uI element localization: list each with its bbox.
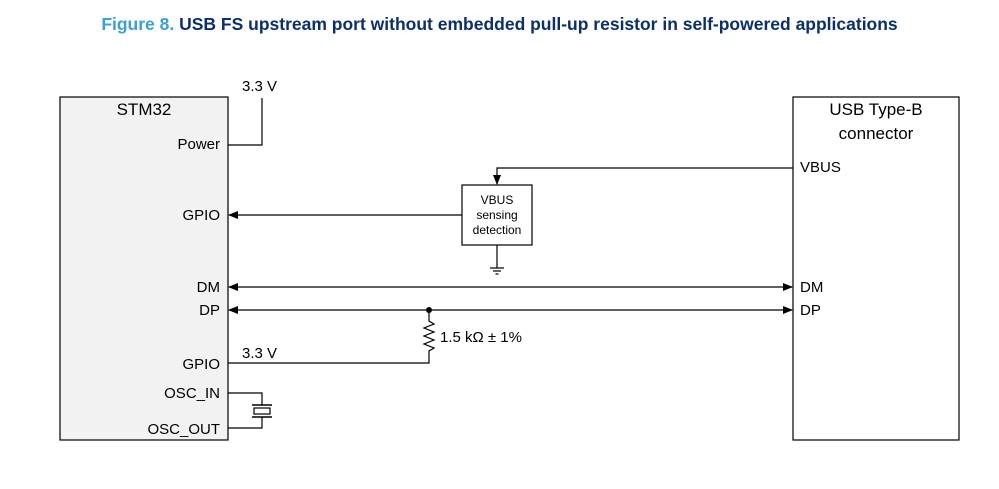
- pin-dp-label: DP: [199, 302, 220, 319]
- vbus-wire: [493, 167, 793, 185]
- connector-label-line2: connector: [839, 124, 914, 143]
- connector-pin-dp-label: DP: [800, 302, 821, 319]
- pin-gpio-vbus-label: GPIO: [182, 207, 220, 224]
- connector-pin-dm-label: DM: [800, 279, 823, 296]
- stm32-label: STM32: [117, 100, 172, 119]
- pin-gpio-pullup-label: GPIO: [182, 356, 220, 373]
- osc-in-wire: [228, 392, 263, 405]
- connector-label-line1: USB Type-B: [829, 100, 922, 119]
- pin-dm-label: DM: [197, 279, 220, 296]
- figure-title-text: USB FS upstream port without embedded pu…: [179, 14, 898, 34]
- stm32-block: [59, 96, 229, 441]
- ground-icon: [490, 267, 504, 275]
- power-wire: [228, 98, 263, 146]
- resistor-icon: [228, 310, 436, 364]
- pin-osc-in-label: OSC_IN: [164, 385, 220, 402]
- vbus-block-line3: detection: [473, 223, 522, 237]
- pin-power-label: Power: [177, 136, 220, 153]
- usb-connector-block: [792, 96, 960, 441]
- figure-title: Figure 8. USB FS upstream port without e…: [0, 14, 999, 35]
- crystal-icon: [252, 404, 272, 418]
- vbus-sensing-block: [461, 184, 533, 246]
- resistor-label: 1.5 kΩ ± 1%: [440, 329, 522, 346]
- osc-out-wire: [228, 417, 263, 429]
- figure-label: Figure 8.: [101, 14, 175, 34]
- supply-top-label: 3.3 V: [242, 78, 277, 95]
- connector-pin-vbus-label: VBUS: [800, 159, 841, 176]
- supply-pullup-label: 3.3 V: [242, 345, 277, 362]
- vbus-block-line1: VBUS: [481, 193, 514, 207]
- vbus-block-line2: sensing: [476, 208, 517, 222]
- pin-osc-out-label: OSC_OUT: [147, 421, 220, 438]
